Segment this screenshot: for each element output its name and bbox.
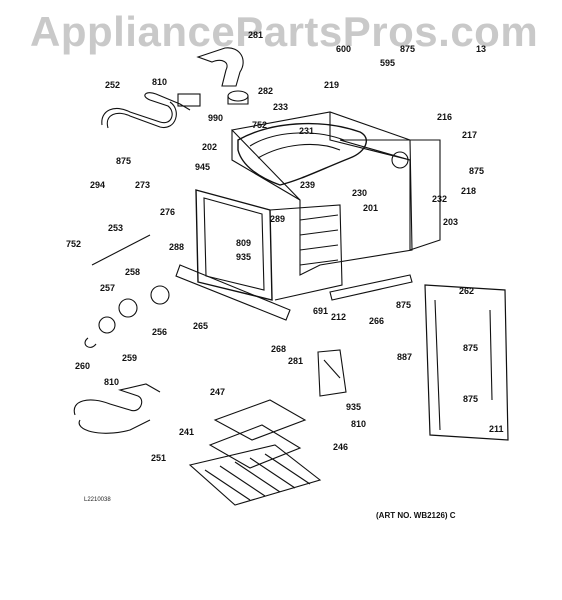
- broil-element: [101, 92, 191, 126]
- label-202: 202: [202, 142, 218, 152]
- label-239: 239: [300, 180, 316, 190]
- side-panel: [339, 139, 441, 251]
- label-282: 282: [258, 86, 274, 96]
- label-875: 875: [400, 44, 416, 54]
- label-990: 990: [208, 113, 224, 123]
- label-294: 294: [90, 180, 106, 190]
- label-875: 875: [463, 343, 479, 353]
- label-875: 875: [116, 156, 132, 166]
- label-600: 600: [336, 44, 352, 54]
- label-281: 281: [248, 30, 264, 40]
- label-935: 935: [236, 252, 252, 262]
- label-230: 230: [352, 188, 368, 198]
- label-257: 257: [100, 283, 116, 293]
- label-13: 13: [476, 44, 487, 54]
- label-247: 247: [210, 387, 226, 397]
- label-231: 231: [299, 126, 315, 136]
- label-251: 251: [151, 453, 167, 463]
- oven-rack: [188, 444, 322, 506]
- rear-panel: [424, 284, 509, 441]
- label-265: 265: [193, 321, 209, 331]
- label-256: 256: [152, 327, 168, 337]
- label-216: 216: [437, 112, 453, 122]
- broiler-pan: [213, 399, 307, 441]
- label-288: 288: [169, 242, 185, 252]
- label-945: 945: [195, 162, 211, 172]
- label-233: 233: [273, 102, 289, 112]
- door-frame: [195, 189, 273, 301]
- broiler-drawer-rail: [175, 264, 291, 321]
- label-691: 691: [313, 306, 329, 316]
- label-217: 217: [462, 130, 478, 140]
- vent-duct: [196, 47, 244, 87]
- label-809: 809: [236, 238, 252, 248]
- label-218: 218: [461, 186, 477, 196]
- label-246: 246: [333, 442, 349, 452]
- label-212: 212: [331, 312, 347, 322]
- label-211: 211: [489, 424, 504, 434]
- label-887: 887: [397, 352, 413, 362]
- label-266: 266: [369, 316, 385, 326]
- label-201: 201: [363, 203, 379, 213]
- label-259: 259: [122, 353, 138, 363]
- label-810: 810: [152, 77, 168, 87]
- element-terminal: [177, 93, 201, 107]
- label-260: 260: [75, 361, 91, 371]
- label-258: 258: [125, 267, 141, 277]
- bake-element: [73, 383, 161, 416]
- oven-body: [230, 111, 413, 276]
- label-875: 875: [396, 300, 412, 310]
- label-810: 810: [104, 377, 120, 387]
- label-281: 281: [288, 356, 304, 366]
- art-number: (ART NO. WB2126) C: [376, 511, 456, 520]
- label-203: 203: [443, 217, 459, 227]
- label-875: 875: [469, 166, 485, 176]
- label-752: 752: [66, 239, 82, 249]
- watermark: AppliancePartsPros.com: [30, 8, 539, 55]
- label-595: 595: [380, 58, 396, 68]
- label-241: 241: [179, 427, 195, 437]
- label-289: 289: [270, 214, 286, 224]
- label-810: 810: [351, 419, 367, 429]
- label-935: 935: [346, 402, 362, 412]
- label-875: 875: [463, 394, 479, 404]
- label-276: 276: [160, 207, 176, 217]
- label-219: 219: [324, 80, 340, 90]
- label-273: 273: [135, 180, 151, 190]
- label-752: 752: [252, 120, 268, 130]
- label-268: 268: [271, 344, 287, 354]
- label-232: 232: [432, 194, 448, 204]
- label-253: 253: [108, 223, 124, 233]
- label-252: 252: [105, 80, 121, 90]
- label-262: 262: [459, 286, 475, 296]
- ref-code: L2210038: [84, 497, 111, 503]
